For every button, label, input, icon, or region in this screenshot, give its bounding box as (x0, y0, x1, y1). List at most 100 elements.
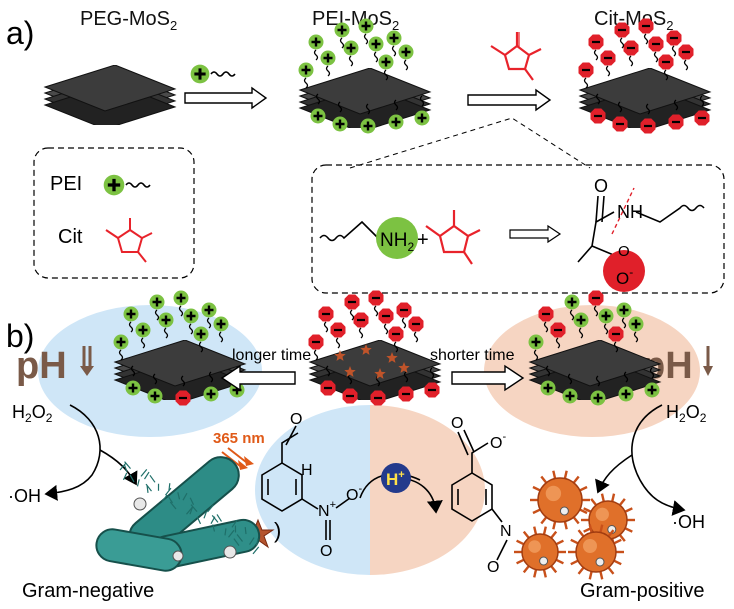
positive-charge-icon (193, 326, 209, 342)
positive-charge-icon (113, 334, 129, 350)
carboxyl-o-label: O (451, 415, 463, 432)
left-reaction-arrow (44, 404, 101, 501)
amide-nh-label: NH (617, 202, 643, 222)
citraconic-anhydride-icon (105, 218, 153, 263)
cit-mos2-title: Cit-MoS2 (594, 8, 673, 33)
panel-b-letter: b) (6, 318, 34, 354)
pei-chain-icon (125, 182, 151, 188)
pei-mos2-title: PEI-MoS2 (312, 8, 399, 33)
negative-charge-icon (398, 386, 414, 402)
legend-pei-label: PEI (50, 173, 82, 195)
star-icon (360, 344, 372, 355)
nitro-double-bond (325, 520, 331, 540)
positive-charge-icon (135, 322, 151, 338)
amide-o-label: O (594, 176, 608, 196)
peg-mos2-title: PEG-MoS2 (80, 8, 177, 33)
positive-charge-icon (388, 114, 404, 130)
bracket-close: ) (274, 518, 281, 543)
star-icon (334, 350, 346, 361)
nitro-bond (335, 497, 351, 509)
positive-charge-icon (644, 382, 660, 398)
positive-charge-icon (360, 118, 376, 134)
nitro-o2-label: O (320, 543, 332, 560)
negative-charge-icon (638, 18, 654, 34)
hplus-label: H+ (386, 469, 405, 489)
molecule-region-blue (255, 405, 370, 575)
positive-charge-icon (528, 334, 544, 350)
ph-down-arrow-icon (703, 366, 713, 376)
h2o2-right-label: H2O2 (666, 402, 707, 425)
negative-charge-icon (668, 114, 684, 130)
negative-charge-icon (175, 390, 191, 406)
cit-mos2-charges (578, 18, 710, 134)
star-icon (374, 368, 386, 379)
positive-charge-icon (564, 294, 580, 310)
legend-cit-label: Cit (58, 226, 83, 248)
plus-sign: + (417, 229, 429, 251)
negative-charge-icon (320, 380, 336, 396)
pei-mos2-charges (298, 18, 430, 134)
positive-charge-icon (386, 30, 402, 46)
legend-box (33, 147, 195, 279)
oh-right-label: ·OH (672, 512, 705, 532)
negative-charge-icon (408, 316, 424, 332)
aldehyde-h-label: H (301, 462, 313, 479)
gram-negative-label: Gram-negative (22, 580, 154, 602)
negative-charge-icon (353, 312, 369, 328)
carboxyl-ominus-label: O- (490, 431, 506, 452)
negative-charge-icon (550, 322, 566, 338)
gram-negative-bacteria-icon (95, 456, 261, 572)
carboxyl-o-label: O- (616, 265, 633, 288)
star-icon (386, 352, 398, 363)
nitro-o-label: O- (346, 483, 362, 504)
arrow-right-icon (509, 224, 562, 244)
negative-charge-icon (344, 294, 360, 310)
positive-charge-icon (368, 36, 384, 52)
positive-charge-icon (308, 34, 324, 50)
longer-time-label: longer time (232, 347, 311, 364)
arrow-right-icon (184, 86, 268, 110)
nitroso-n-label: N (500, 523, 512, 540)
h2o2-left-label: H2O2 (12, 402, 53, 425)
negative-charge-icon (370, 390, 386, 406)
citraconic-anhydride-icon (425, 210, 481, 265)
ph-down-double-arrow-icon (82, 346, 92, 368)
negative-charge-icon (588, 34, 604, 50)
negative-charge-icon (666, 30, 682, 46)
negative-charge-icon (424, 382, 440, 398)
positive-charge-icon (147, 388, 163, 404)
arrow-right-icon (451, 364, 525, 392)
shorter-time-label: shorter time (430, 347, 515, 364)
left-curve-arrow (99, 449, 138, 486)
nh2-label: NH2 (380, 230, 414, 254)
carboxylate-group (603, 250, 645, 292)
hplus-badge (381, 463, 411, 493)
positive-charge-icon (398, 44, 414, 60)
negative-charge-icon (608, 326, 624, 342)
negative-charge-icon (368, 290, 384, 306)
negative-charge-icon (600, 50, 616, 66)
positive-charge-icon (123, 306, 139, 322)
negative-charge-icon (658, 54, 674, 70)
positive-charge-icon (562, 388, 578, 404)
oh-left-label: ·OH (8, 486, 41, 506)
gram-positive-bacteria-icon (514, 470, 635, 580)
positive-charge-icon (358, 18, 374, 34)
pei-chain-icon (210, 71, 236, 77)
negative-charge-icon (378, 308, 394, 324)
positive-charge-icon (618, 386, 634, 402)
reaction-box (311, 164, 725, 294)
positive-charge-icon (616, 302, 632, 318)
positive-charge-icon (149, 294, 165, 310)
negative-charge-icon (614, 22, 630, 38)
peg-mos2-sheet-icon (44, 65, 176, 125)
positive-charge-icon (343, 40, 359, 56)
positive-charge-icon (203, 386, 219, 402)
star-icon (398, 362, 410, 373)
negative-charge-icon (623, 40, 639, 56)
positive-charge-icon (540, 380, 556, 396)
uv-365nm-label: 365 nm (213, 430, 265, 447)
negative-charge-icon (648, 36, 664, 52)
nitro-n-label: N+ (318, 499, 336, 520)
arrow-left-icon (220, 364, 296, 392)
